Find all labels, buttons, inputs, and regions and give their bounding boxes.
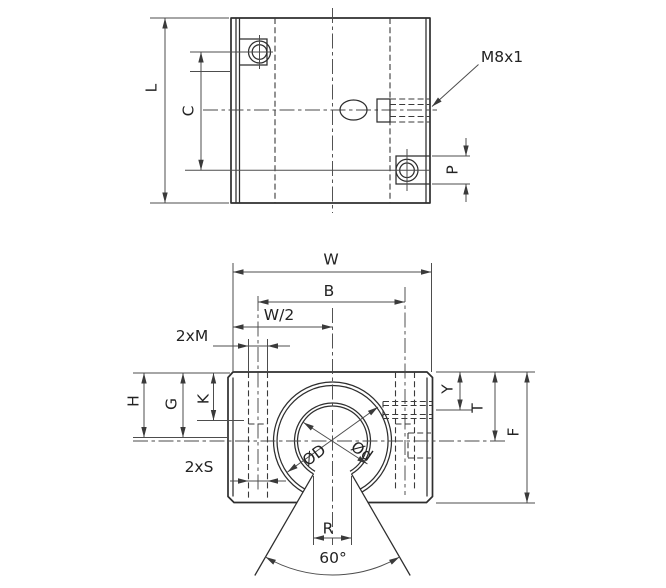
thread-callout-M8x1: M8x1 — [481, 48, 523, 66]
opening-ray — [254, 473, 315, 576]
dim-label-W: W — [323, 251, 338, 269]
dim-label-Od: Ød — [348, 438, 376, 465]
opening-ray — [350, 473, 411, 576]
dim-label-F: F — [505, 427, 523, 436]
dim-label-L: L — [143, 83, 161, 92]
dim-label-C: C — [180, 106, 198, 117]
top-view-dimensions — [150, 17, 479, 204]
dim-label-2xM: 2xM — [176, 327, 208, 345]
center-slot — [339, 99, 368, 121]
front-view-dimensions — [133, 263, 535, 576]
dim-label-P: P — [444, 165, 462, 174]
dim-label-2xS: 2xS — [185, 458, 214, 476]
thread-leader — [431, 64, 479, 107]
dim-label-B: B — [324, 282, 335, 300]
dim-label-K: K — [195, 393, 213, 404]
dim-label-R: R — [323, 520, 334, 538]
dim-label-W2: W/2 — [264, 306, 294, 324]
dim-label-Y: Y — [439, 384, 457, 395]
top-view — [185, 8, 437, 213]
dim-line-Od — [303, 422, 368, 465]
dim-label-T: T — [469, 403, 487, 414]
dim-label-H: H — [125, 395, 143, 407]
housing-bore-outer — [272, 381, 393, 493]
dim-arc-60 — [265, 556, 400, 576]
dim-label-G: G — [163, 398, 181, 410]
dim-label-60deg: 60° — [319, 549, 346, 567]
dimension-labels: L C M8x1 P W B W/2 2xM 2xS H G K Y T F Ø… — [125, 48, 524, 567]
